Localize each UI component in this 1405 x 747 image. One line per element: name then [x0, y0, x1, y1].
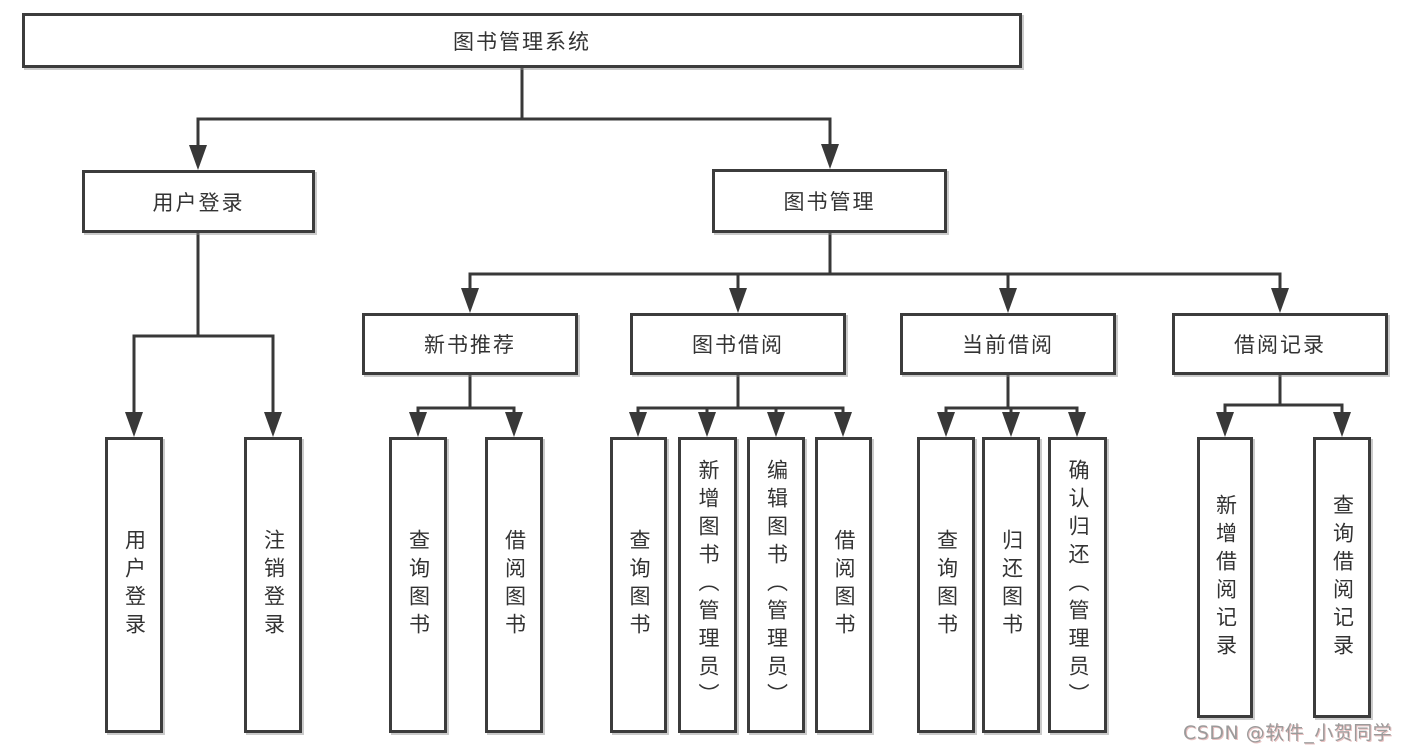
- leaf-confirm-return-admin-label: 确认归还（管理员）: [1066, 459, 1091, 711]
- leaf-edit-books-admin-label: 编辑图书（管理员）: [764, 459, 789, 711]
- leaf-edit-books-admin: 编辑图书（管理员）: [747, 437, 805, 733]
- leaf-return-books: 归还图书: [982, 437, 1040, 733]
- leaf-query-books-current-label: 查询图书: [934, 529, 959, 641]
- leaf-query-books-current: 查询图书: [917, 437, 975, 733]
- node-book-management-label: 图书管理: [783, 190, 876, 214]
- leaf-user-login-label: 用户登录: [122, 529, 147, 641]
- leaf-borrow-books-recommend-label: 借阅图书: [502, 529, 527, 641]
- node-user-login: 用户登录: [82, 170, 315, 233]
- node-book-borrowing-label: 图书借阅: [692, 333, 784, 357]
- leaf-confirm-return-admin: 确认归还（管理员）: [1048, 437, 1107, 733]
- node-new-book-recommend: 新书推荐: [362, 313, 578, 375]
- connector-root-to-level2: [196, 68, 832, 150]
- leaf-user-login: 用户登录: [105, 437, 163, 733]
- node-borrow-records: 借阅记录: [1172, 313, 1388, 375]
- leaf-query-books-recommend-label: 查询图书: [406, 529, 431, 641]
- node-user-login-label: 用户登录: [152, 190, 245, 215]
- leaf-borrow-books-recommend: 借阅图书: [485, 437, 543, 733]
- arrowheads-user-login-children: [125, 412, 282, 437]
- leaf-borrow-books-borrowing-label: 借阅图书: [832, 529, 857, 641]
- node-book-borrowing: 图书借阅: [630, 313, 846, 375]
- connector-book-mgmt-children: [468, 233, 1282, 290]
- leaf-query-borrow-record-label: 查询借阅记录: [1330, 493, 1355, 662]
- leaf-add-borrow-record-label: 新增借阅记录: [1213, 493, 1238, 662]
- arrowheads-records-children: [1216, 412, 1351, 437]
- node-current-borrowing-label: 当前借阅: [962, 333, 1054, 357]
- arrowheads-current-children: [937, 412, 1086, 437]
- leaf-logout-label: 注销登录: [261, 529, 286, 641]
- node-library-system-label: 图书管理系统: [453, 29, 591, 54]
- leaf-borrow-books-borrowing: 借阅图书: [815, 437, 872, 733]
- leaf-query-books-borrowing-label: 查询图书: [627, 529, 652, 641]
- arrowheads-borrowing-children: [629, 412, 852, 437]
- leaf-add-borrow-record: 新增借阅记录: [1197, 437, 1253, 718]
- connector-new-book-children: [416, 375, 516, 414]
- node-current-borrowing: 当前借阅: [900, 313, 1116, 375]
- connector-user-login-children: [132, 233, 275, 414]
- leaf-query-borrow-record: 查询借阅记录: [1313, 437, 1371, 718]
- connector-current-children: [944, 375, 1079, 414]
- arrowheads-new-book-children: [409, 412, 523, 437]
- leaf-query-books-borrowing: 查询图书: [610, 437, 667, 733]
- leaf-add-books-admin: 新增图书（管理员）: [678, 437, 737, 733]
- node-library-system: 图书管理系统: [22, 13, 1022, 68]
- leaf-query-books-recommend: 查询图书: [389, 437, 447, 733]
- leaf-return-books-label: 归还图书: [999, 529, 1024, 641]
- arrowheads-root-to-level2: [189, 144, 839, 170]
- connector-records-children: [1223, 375, 1344, 414]
- connector-borrowing-children: [636, 375, 845, 414]
- leaf-logout: 注销登录: [244, 437, 302, 733]
- leaf-add-books-admin-label: 新增图书（管理员）: [696, 459, 721, 711]
- csdn-watermark: CSDN @软件_小贺同学: [1183, 722, 1393, 744]
- node-book-management: 图书管理: [712, 169, 947, 233]
- node-borrow-records-label: 借阅记录: [1234, 333, 1326, 357]
- node-new-book-recommend-label: 新书推荐: [424, 333, 516, 357]
- arrowheads-book-mgmt-children: [461, 288, 1289, 313]
